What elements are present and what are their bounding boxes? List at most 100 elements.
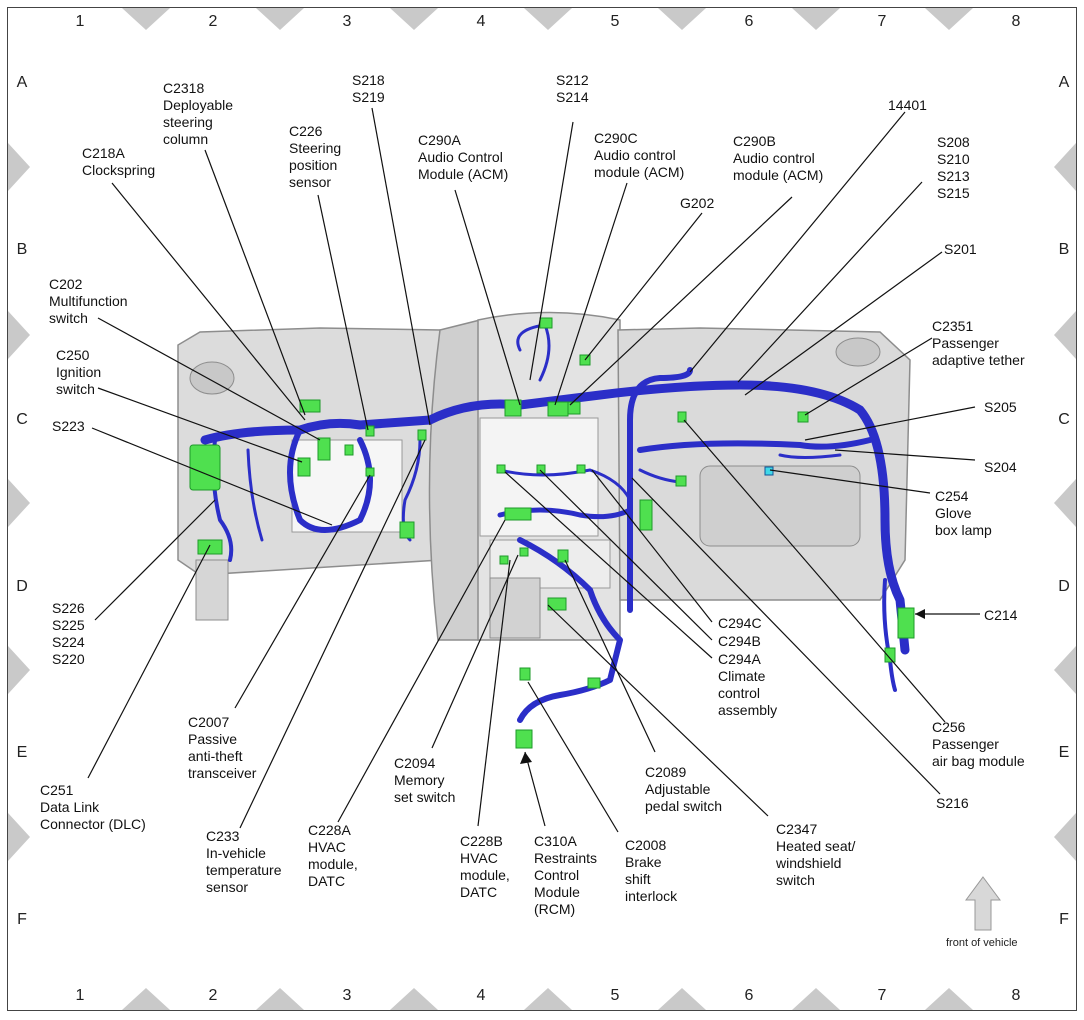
label-c226: C226 Steering position sensor [289, 123, 342, 190]
grid-column-bottom-7: 7 [877, 987, 887, 1004]
label-c214: C214 [984, 607, 1018, 623]
grid-row-right-A: A [1058, 74, 1070, 91]
border-triangle-right [1054, 143, 1076, 191]
label-c294a: C294A Climate control assembly [718, 651, 778, 718]
grid-row-right-B: B [1058, 241, 1070, 258]
label-c2007: C2007 Passive anti-theft transceiver [188, 714, 257, 781]
border-triangle-top [792, 8, 840, 30]
label-c290b: C290B Audio control module (ACM) [733, 133, 824, 183]
label-c233: C233 In-vehicle temperature sensor [206, 828, 282, 895]
border-triangle-left [8, 813, 30, 861]
label-c2347: C2347 Heated seat/ windshield switch [776, 821, 856, 888]
connectors [189, 317, 915, 749]
border-triangle-bottom [390, 988, 438, 1010]
label-g202: G202 [680, 195, 715, 211]
label-c290c: C290C Audio control module (ACM) [594, 130, 685, 180]
grid-column-bottom-5: 5 [610, 987, 620, 1004]
label-c2351: C2351 Passenger adaptive tether [932, 318, 1025, 368]
label-c228a: C228A HVAC module, DATC [308, 822, 358, 889]
border-triangle-bottom [792, 988, 840, 1010]
grid-row-right-D: D [1058, 578, 1070, 595]
label-s218: S218 S219 [352, 72, 385, 105]
grid-column-top-8: 8 [1011, 13, 1021, 30]
label-s208: S208 S210 S213 S215 [937, 134, 970, 201]
border-triangle-top [658, 8, 706, 30]
border-triangles-top [122, 8, 973, 30]
grid-column-top-7: 7 [877, 13, 887, 30]
label-c2008: C2008 Brake shift interlock [625, 837, 678, 904]
label-c250: C250 Ignition switch [56, 347, 102, 397]
border-triangles-right [1054, 143, 1076, 861]
border-triangle-left [8, 143, 30, 191]
grid-column-top-2: 2 [208, 13, 218, 30]
border-triangle-bottom [925, 988, 973, 1010]
label-s212: S212 S214 [556, 72, 589, 105]
grid-row-left-E: E [16, 744, 28, 761]
border-triangle-left [8, 311, 30, 359]
border-triangle-bottom [256, 988, 304, 1010]
label-c228b: C228B HVAC module, DATC [460, 833, 510, 900]
grid-column-bottom-3: 3 [342, 987, 352, 1004]
border-triangle-left [8, 479, 30, 527]
grid-row-right-F: F [1059, 911, 1069, 928]
label-s204: S204 [984, 459, 1017, 475]
label-s205: S205 [984, 399, 1017, 415]
grid-column-bottom-2: 2 [208, 987, 218, 1004]
border-triangle-right [1054, 646, 1076, 694]
grid-row-right-E: E [1058, 744, 1070, 761]
label-c294c: C294C [718, 615, 762, 631]
label-c290a: C290A Audio Control Module (ACM) [418, 132, 509, 182]
border-triangle-top [122, 8, 170, 30]
grid-row-left-F: F [17, 911, 27, 928]
grid-column-bottom-4: 4 [476, 987, 486, 1004]
grid-column-top-4: 4 [476, 13, 486, 30]
border-triangle-right [1054, 813, 1076, 861]
grid-row-right-C: C [1058, 411, 1070, 428]
leader-lines [87, 107, 980, 833]
label-c218a: C218A Clockspring [82, 145, 156, 178]
grid-row-left-B: B [16, 241, 28, 258]
border-triangle-top [256, 8, 304, 30]
border-triangle-top [390, 8, 438, 30]
label-c310a: C310A Restraints Control Module (RCM) [534, 833, 598, 917]
border-triangle-right [1054, 311, 1076, 359]
label-c254: C254 Glove box lamp [935, 488, 992, 538]
border-triangle-bottom [122, 988, 170, 1010]
label-14401: 14401 [888, 97, 927, 113]
label-s226: S226 S225 S224 S220 [52, 600, 85, 667]
grid-column-top-5: 5 [610, 13, 620, 30]
grid-column-top-1: 1 [75, 13, 85, 30]
label-c2094: C2094 Memory set switch [394, 755, 456, 805]
border-triangles-bottom [122, 988, 973, 1010]
grid-column-bottom-1: 1 [75, 987, 85, 1004]
label-c294b: C294B [718, 633, 761, 649]
border-triangle-right [1054, 479, 1076, 527]
border-triangle-top [524, 8, 572, 30]
up-arrow-icon [965, 876, 1001, 931]
grid-column-bottom-8: 8 [1011, 987, 1021, 1004]
border-triangle-top [925, 8, 973, 30]
label-s201: S201 [944, 241, 977, 257]
border-triangle-bottom [658, 988, 706, 1010]
grid-column-top-6: 6 [744, 13, 754, 30]
leader-arrowheads [520, 609, 925, 764]
grid-column-bottom-6: 6 [744, 987, 754, 1004]
label-c202: C202 Multifunction switch [49, 276, 128, 326]
label-s216: S216 [936, 795, 969, 811]
grid-row-left-D: D [16, 578, 28, 595]
border-triangle-bottom [524, 988, 572, 1010]
label-c256: C256 Passenger air bag module [932, 719, 1025, 769]
grid-row-left-C: C [16, 411, 28, 428]
label-s223: S223 [52, 418, 85, 434]
front-of-vehicle-label: front of vehicle [946, 937, 1018, 949]
grid-row-left-A: A [16, 74, 28, 91]
label-c2089: C2089 Adjustable pedal switch [645, 764, 723, 814]
border-triangles-left [8, 143, 30, 861]
grid-column-top-3: 3 [342, 13, 352, 30]
border-triangle-left [8, 646, 30, 694]
glove-box-lamp-connector [764, 466, 774, 476]
label-c2318: C2318 Deployable steering column [163, 80, 234, 147]
label-c251: C251 Data Link Connector (DLC) [40, 782, 146, 832]
wiring-harness [200, 323, 910, 723]
